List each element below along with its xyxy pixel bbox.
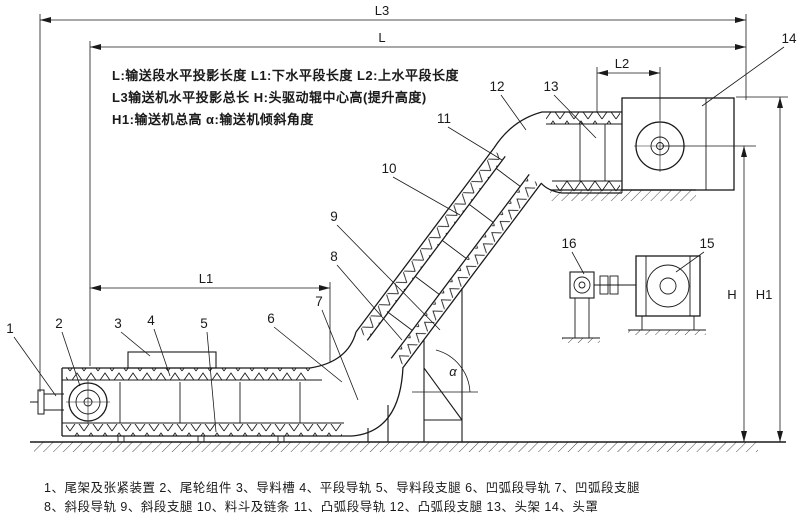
bearing-shaft — [578, 281, 586, 289]
callout-15: 15 — [699, 236, 714, 251]
lower-buckets-bottom — [66, 424, 342, 436]
upper-section-frame-lines — [546, 123, 622, 182]
dimension-label-h: H — [727, 287, 736, 302]
callout-8: 8 — [330, 249, 338, 264]
incline-buckets-top — [358, 150, 505, 339]
takeup-device — [30, 389, 64, 415]
tail-assembly — [30, 380, 110, 424]
dimension-label-l3: L3 — [375, 3, 389, 18]
callouts: 1 2 3 4 5 6 7 8 9 10 11 12 13 14 15 16 — [6, 31, 797, 336]
platform-hatch — [550, 190, 696, 201]
drive-base-hatch — [628, 330, 706, 335]
callout-16: 16 — [561, 236, 576, 251]
callout-leader-lines — [13, 46, 785, 433]
ground — [30, 441, 786, 452]
callout-7: 7 — [315, 294, 323, 309]
parts-list: 1、尾架及张紧装置 2、尾轮组件 3、导料槽 4、平段导轨 5、导料段支腿 6、… — [44, 480, 640, 514]
parts-list-line-1: 1、尾架及张紧装置 2、尾轮组件 3、导料槽 4、平段导轨 5、导料段支腿 6、… — [44, 480, 640, 495]
tail-center-marks — [66, 380, 110, 424]
dimension-label-l: L — [378, 30, 385, 45]
callout-3: 3 — [114, 316, 122, 331]
parts-list-line-2: 8、斜段导轨 9、斜段支腿 10、料斗及链条 11、凸弧段导轨 12、凸弧段支腿… — [44, 499, 598, 514]
callout-2: 2 — [55, 316, 63, 331]
drive-drum-hub — [659, 277, 677, 295]
legend-line-3: H1:输送机总高 α:输送机倾斜角度 — [112, 112, 314, 127]
incline-buckets-bottom — [393, 176, 539, 365]
bearing-base-hatch — [562, 338, 600, 343]
lower-section-feet — [117, 435, 285, 443]
lower-buckets-top — [66, 368, 310, 380]
callout-6: 6 — [267, 311, 275, 326]
head-frame-lines — [621, 98, 707, 193]
dimension-label-h1: H1 — [756, 287, 773, 302]
incline-cross-struts — [387, 168, 521, 331]
callout-4: 4 — [147, 313, 155, 328]
dimension-label-l1: L1 — [199, 271, 213, 286]
bearing-bore — [573, 276, 591, 294]
legend: L:输送段水平投影长度 L1:下水平段长度 L2:上水平段长度 L3输送机水平投… — [112, 68, 459, 127]
dimension-line-paths — [39, 14, 788, 442]
incline-legs — [367, 288, 463, 442]
legend-line-1: L:输送段水平投影长度 L1:下水平段长度 L2:上水平段长度 — [112, 68, 459, 83]
callout-13: 13 — [543, 79, 558, 94]
upper-buckets-top — [546, 112, 620, 124]
callout-12: 12 — [489, 79, 504, 94]
ground-hatch — [34, 442, 758, 452]
dimension-label-l2: L2 — [615, 56, 629, 71]
upper-conveyor-section — [546, 112, 622, 193]
callout-1: 1 — [6, 321, 14, 336]
drive-drum-outer — [646, 264, 690, 308]
callout-10: 10 — [381, 161, 396, 176]
incline-section — [355, 147, 542, 368]
head-cover — [621, 97, 735, 191]
lower-section-frame-lines — [62, 379, 344, 424]
guide-chute — [127, 351, 217, 369]
drive-frame-lines — [562, 256, 706, 339]
callout-14: 14 — [781, 31, 797, 46]
angle-alpha-label: α — [449, 364, 457, 379]
callout-5: 5 — [200, 316, 208, 331]
legend-line-2: L3输送机水平投影总长 H:头驱动辊中心高(提升高度) — [112, 90, 427, 105]
drive-unit-detail — [562, 255, 706, 343]
callout-11: 11 — [437, 111, 451, 126]
dimension-lines: L3 L L2 L1 H H1 — [39, 3, 788, 442]
lower-conveyor-section — [61, 351, 352, 443]
callout-9: 9 — [330, 209, 338, 224]
angle-alpha-arc — [412, 349, 478, 393]
angle-alpha: α — [412, 349, 478, 393]
drive-body — [635, 255, 701, 317]
